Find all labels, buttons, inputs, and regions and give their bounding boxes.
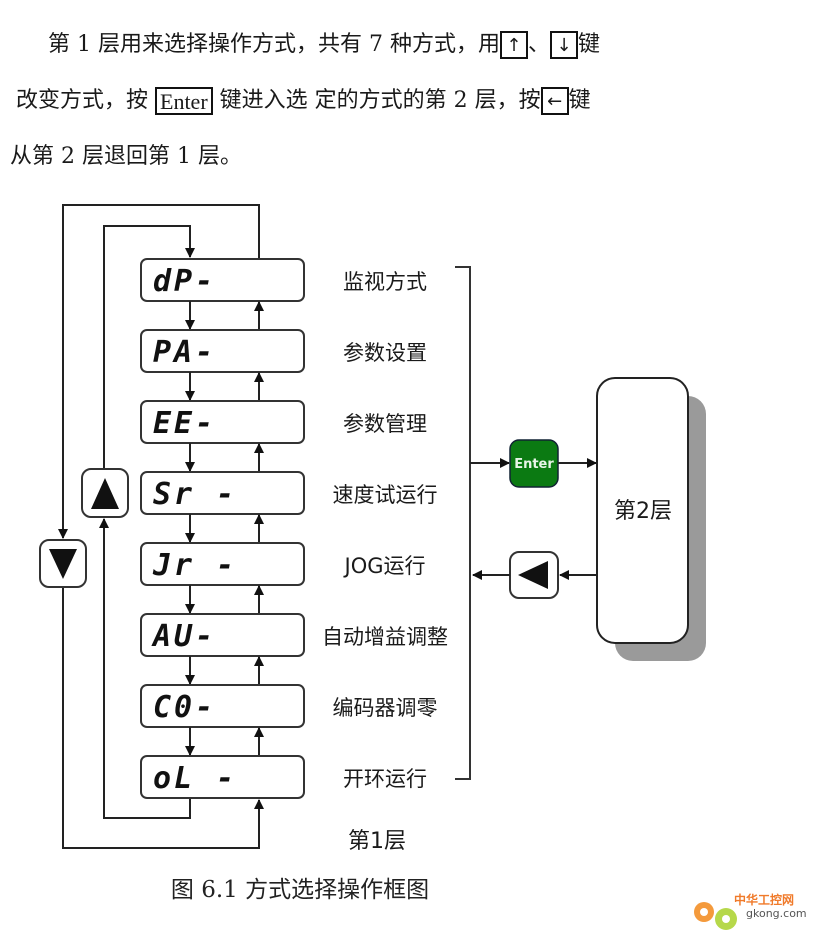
mode-display-code: PA- xyxy=(153,335,216,370)
up-arrow-key-icon: ↑ xyxy=(499,31,528,59)
mode-label: 编码器调零 xyxy=(333,696,438,720)
mode-display-box: EE- xyxy=(140,400,305,444)
back-key-button[interactable] xyxy=(509,551,559,599)
outer-loop-line xyxy=(58,204,260,539)
mode-label: 自动增益调整 xyxy=(322,625,448,649)
mode-display-box: Sr - xyxy=(140,471,305,515)
mode-display-box: PA- xyxy=(140,329,305,373)
figure-caption: 图 6.1 方式选择操作框图 xyxy=(170,877,430,903)
mode-display-box: oL - xyxy=(140,755,305,799)
intro-line-2: 改变方式，按 Enter 键进入选 定的方式的第 2 层，按←键 xyxy=(16,86,823,116)
watermark-logo: 中华工控网 gkong.com xyxy=(686,885,816,935)
watermark-en: gkong.com xyxy=(746,907,807,920)
triangle-up-icon xyxy=(91,478,119,509)
enter-key-label: Enter xyxy=(514,457,554,472)
mode-label: 参数设置 xyxy=(343,341,427,365)
mode-label: 速度试运行 xyxy=(333,483,438,507)
mode-display-code: Jr - xyxy=(152,548,237,583)
mode-display-box: AU- xyxy=(140,613,305,657)
inner-loop-line xyxy=(99,518,191,819)
mode-label: 监视方式 xyxy=(343,270,427,294)
triangle-left-icon xyxy=(518,561,548,589)
outer-loop-return-line xyxy=(62,587,264,849)
enter-key-button[interactable]: Enter xyxy=(509,439,559,488)
enter-key-box: Enter xyxy=(155,87,213,115)
down-arrow-key-icon: ↓ xyxy=(549,31,578,59)
mode-display-box: C0- xyxy=(140,684,305,728)
mode-display-code: dP- xyxy=(153,264,216,299)
mode-list: dP- 监视方式 PA- 参数设置 EE- 参数管理 Sr - 速度试运行 Jr - JOG运行 A… xyxy=(140,258,448,799)
intro-line-1-text: 第 1 层用来选择操作方式，共有 7 种方式，用 xyxy=(26,32,500,57)
layer-2-label: 第2层 xyxy=(614,499,672,524)
gear-icon xyxy=(694,902,737,930)
mode-display-code: Sr - xyxy=(153,477,237,512)
mode-display-code: EE- xyxy=(153,406,216,441)
mode-label: 开环运行 xyxy=(343,767,427,791)
layer-1-label: 第1层 xyxy=(348,829,406,854)
intro-separator: 、 xyxy=(527,32,550,57)
back-arrow-key-icon: ← xyxy=(540,87,569,115)
intro-line-2-middle: 键进入选 定的方式的第 2 层，按 xyxy=(212,88,541,113)
mode-display-code: AU- xyxy=(151,619,216,654)
layer-2-box: 第2层 xyxy=(596,377,689,644)
mode-display-box: dP- xyxy=(140,258,305,302)
inner-loop-return-line xyxy=(103,225,195,468)
triangle-down-icon xyxy=(49,549,77,579)
mode-label: 参数管理 xyxy=(343,412,427,436)
intro-line-1: 第 1 层用来选择操作方式，共有 7 种方式，用↑、↓键 xyxy=(26,30,823,60)
mode-label: JOG运行 xyxy=(343,554,426,578)
intro-line-2-tail: 键 xyxy=(568,88,591,113)
group-bracket xyxy=(455,266,471,780)
mode-display-box: Jr - xyxy=(140,542,305,586)
intro-line-1-tail: 键 xyxy=(577,32,600,57)
watermark-cn: 中华工控网 xyxy=(734,893,795,907)
up-key-button[interactable] xyxy=(81,468,129,518)
intro-line-3-text: 从第 2 层退回第 1 层。 xyxy=(10,144,242,169)
intro-line-2-text: 改变方式，按 xyxy=(16,88,155,113)
mode-display-code: C0- xyxy=(153,690,216,725)
intro-line-3: 从第 2 层退回第 1 层。 xyxy=(10,142,823,172)
down-key-button[interactable] xyxy=(39,539,87,588)
mode-display-code: oL - xyxy=(153,761,237,796)
